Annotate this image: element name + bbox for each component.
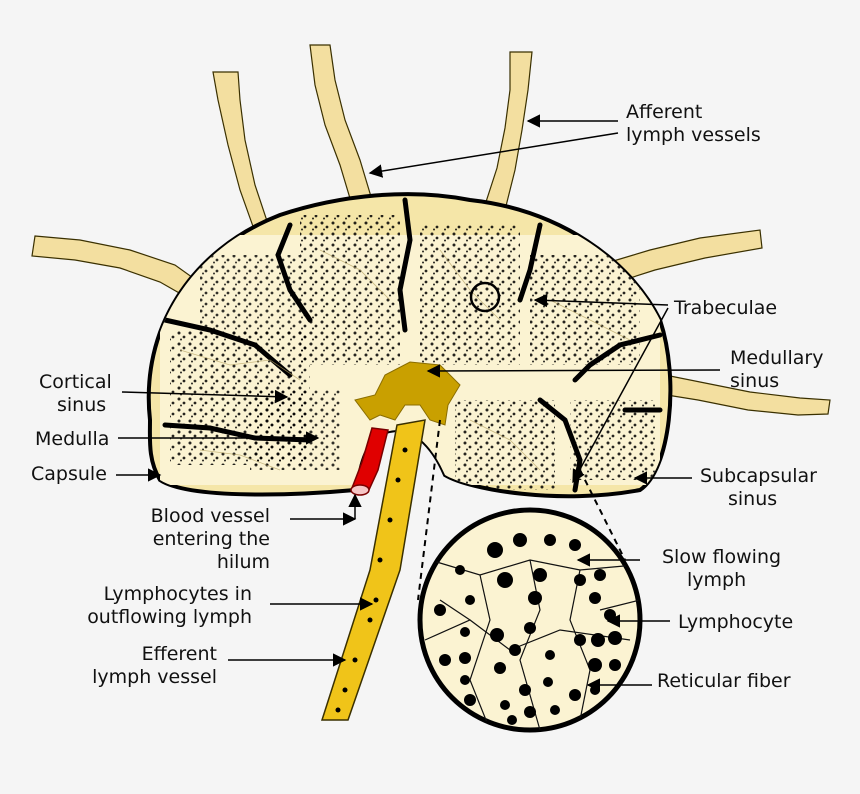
afferent-vessels bbox=[31, 44, 831, 416]
lymph-node-body bbox=[146, 192, 673, 499]
label-medulla: Medulla bbox=[35, 428, 109, 450]
label-efferent-line1: Efferent bbox=[142, 643, 217, 665]
label-slow-lymph-line1: Slow flowing bbox=[662, 546, 781, 568]
label-afferent-line1: Afferent bbox=[626, 101, 702, 123]
label-reticular-fiber: Reticular fiber bbox=[657, 670, 791, 692]
label-cortical-line1: Cortical bbox=[39, 371, 112, 393]
hilum bbox=[354, 361, 461, 426]
label-lymphocyte: Lymphocyte bbox=[678, 611, 793, 633]
label-blood-vessel-line1: Blood vessel bbox=[151, 505, 270, 527]
label-medullary-line2: sinus bbox=[730, 370, 779, 392]
label-subcapsular-line1: Subcapsular bbox=[700, 465, 817, 487]
inset-magnification bbox=[417, 507, 643, 733]
label-cortical-line2: sinus bbox=[57, 394, 106, 416]
label-blood-vessel-line3: hilum bbox=[217, 551, 270, 573]
labels: Afferent lymph vessels Trabeculae Medull… bbox=[31, 101, 823, 692]
label-efferent-line2: lymph vessel bbox=[92, 666, 217, 688]
blood-vessel bbox=[350, 427, 389, 496]
label-lymphocytes-outflowing-line2: outflowing lymph bbox=[87, 606, 252, 628]
label-blood-vessel-line2: entering the bbox=[153, 528, 270, 550]
leader-arrows bbox=[116, 114, 721, 692]
label-lymphocytes-outflowing-line1: Lymphocytes in bbox=[104, 583, 252, 605]
label-afferent-line2: lymph vessels bbox=[626, 124, 761, 146]
zoom-lines bbox=[417, 419, 626, 601]
label-slow-lymph-line2: lymph bbox=[687, 569, 746, 591]
label-medullary-line1: Medullary bbox=[730, 347, 823, 369]
efferent-vessel bbox=[320, 419, 426, 721]
label-subcapsular-line2: sinus bbox=[728, 488, 777, 510]
label-capsule: Capsule bbox=[31, 463, 107, 485]
label-trabeculae: Trabeculae bbox=[673, 297, 777, 319]
